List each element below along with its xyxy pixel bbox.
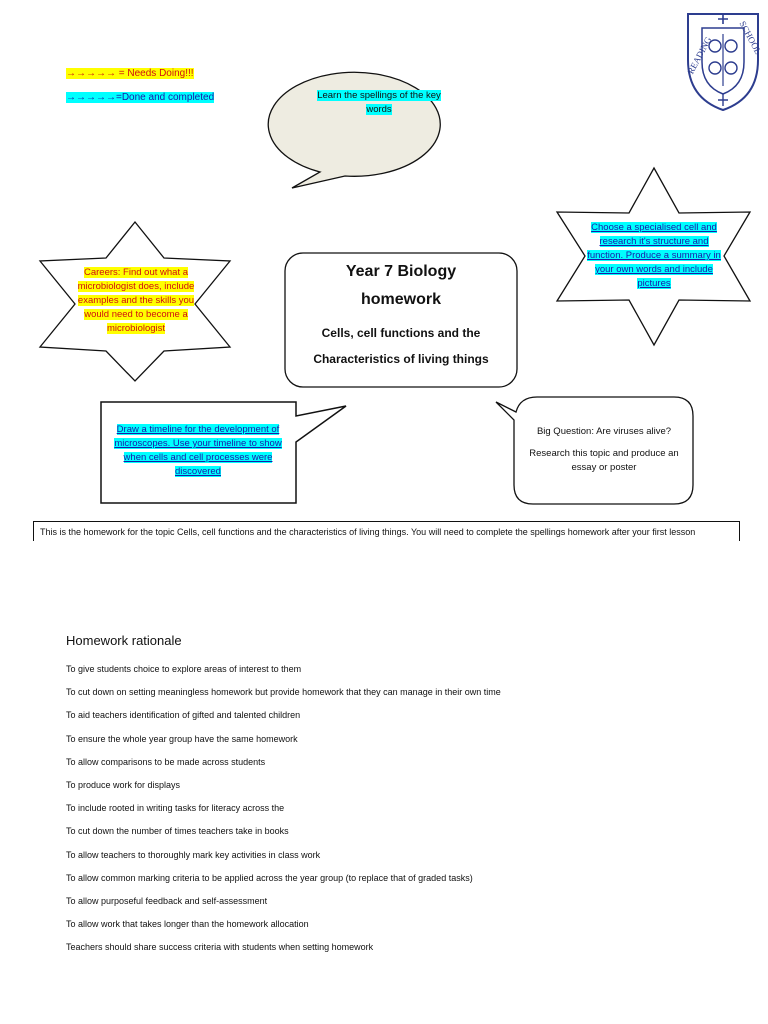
legend-done-text: →→→→→=Done and completed <box>66 92 215 103</box>
legend-needs-doing: →→→→→ = Needs Doing!!! <box>66 67 194 80</box>
subtitle-line-2: Characteristics of living things <box>313 352 489 366</box>
list-item: To produce work for displays <box>66 779 181 790</box>
big-question-detail: Research this topic and produce an essay… <box>529 448 679 473</box>
spellings-task: Learn the spellings of the key words <box>306 89 452 117</box>
rationale-heading: Homework rationale <box>66 633 182 648</box>
intro-text: This is the homework for the topic Cells… <box>40 527 696 537</box>
big-question-callout <box>495 396 694 505</box>
timeline-task-text: Draw a timeline for the development of m… <box>114 424 282 477</box>
rationale-list: To give students choice to explore areas… <box>66 662 501 963</box>
title-line-1: Year 7 Biology <box>345 263 457 280</box>
careers-task-text: Careers: Find out what a microbiologist … <box>77 267 195 334</box>
list-item: To aid teachers identification of gifted… <box>66 710 301 721</box>
list-item: Teachers should share success criteria w… <box>66 942 374 953</box>
page-subtitle: Cells, cell functions and the Characteri… <box>285 320 517 372</box>
big-question-task: Big Question: Are viruses alive? Researc… <box>522 425 686 475</box>
spellings-task-text: Learn the spellings of the key words <box>317 90 441 115</box>
list-item: To give students choice to explore areas… <box>66 664 302 674</box>
page-title: Year 7 Biology homework <box>285 258 517 314</box>
intro-text-box: This is the homework for the topic Cells… <box>33 521 740 541</box>
list-item: To allow common marking criteria to be a… <box>66 872 473 883</box>
legend-needs-doing-text: →→→→→ = Needs Doing!!! <box>66 68 194 79</box>
list-item: To allow teachers to thoroughly mark key… <box>66 849 321 860</box>
list-item: To ensure the whole year group have the … <box>66 733 298 744</box>
list-item: To allow comparisons to be made across s… <box>66 756 266 767</box>
subtitle-line-1: Cells, cell functions and the <box>321 326 481 340</box>
title-line-2: homework <box>360 291 441 308</box>
list-item: To cut down on setting meaningless homew… <box>66 687 501 698</box>
spellings-bubble <box>267 71 441 189</box>
list-item: To include rooted in writing tasks for l… <box>66 803 285 814</box>
list-item: To allow work that takes longer than the… <box>66 919 309 930</box>
big-question-text: Big Question: Are viruses alive? <box>536 426 672 437</box>
list-item: To cut down the number of times teachers… <box>66 826 289 837</box>
legend-done: →→→→→=Done and completed <box>66 91 215 104</box>
specialised-cell-task-text: Choose a specialised cell and research i… <box>587 222 721 289</box>
school-crest-logo: READING SCHOOL <box>686 13 762 112</box>
specialised-cell-task: Choose a specialised cell and research i… <box>585 221 723 291</box>
list-item: To allow purposeful feedback and self-as… <box>66 895 268 906</box>
title-box <box>284 252 518 388</box>
careers-task: Careers: Find out what a microbiologist … <box>76 266 196 336</box>
timeline-task: Draw a timeline for the development of m… <box>106 423 290 479</box>
